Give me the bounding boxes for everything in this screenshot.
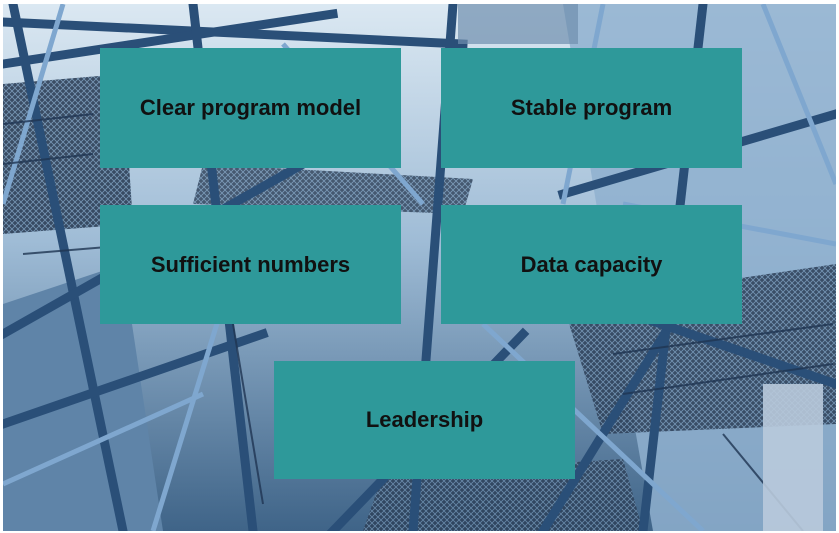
box-clear-program-model: Clear program model	[100, 48, 401, 168]
box-sufficient-numbers: Sufficient numbers	[100, 205, 401, 324]
box-data-capacity: Data capacity	[441, 205, 742, 324]
box-label: Sufficient numbers	[150, 251, 351, 277]
box-label: Data capacity	[520, 251, 663, 277]
box-leadership: Leadership	[274, 361, 575, 479]
box-stable-program: Stable program	[441, 48, 742, 168]
box-label: Leadership	[365, 407, 484, 432]
box-label: Stable program	[510, 95, 673, 120]
box-label: Clear program model	[139, 95, 362, 120]
